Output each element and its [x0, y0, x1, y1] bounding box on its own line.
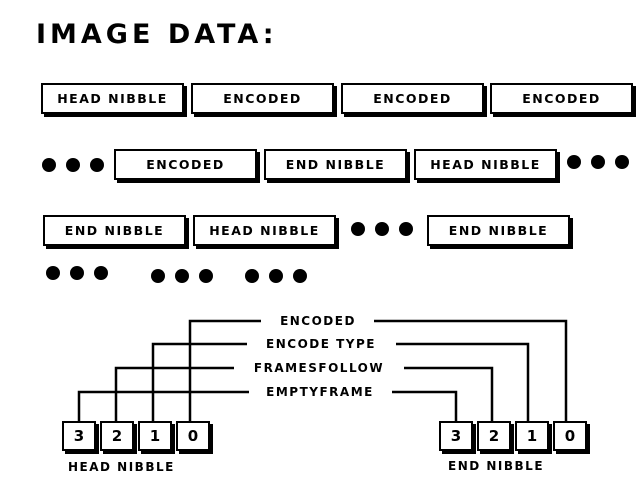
dot: [245, 269, 259, 283]
dot: [46, 266, 60, 280]
dot: [66, 158, 80, 172]
block-end-nibble: END NIBBLE: [427, 215, 570, 246]
end-nibble-bits: 3 2 1 0: [439, 421, 591, 451]
head-nibble-caption: HEAD NIBBLE: [68, 460, 175, 474]
bit-cell: 3: [439, 421, 473, 451]
wire-emptyframe-end: [392, 390, 458, 421]
dot: [269, 269, 283, 283]
wire-encode-type-end: [396, 342, 530, 421]
dot: [199, 269, 213, 283]
block-head-nibble: HEAD NIBBLE: [41, 83, 184, 114]
ellipsis-dots: [567, 155, 629, 170]
block-encoded: ENCODED: [114, 149, 257, 180]
label-encoded: ENCODED: [280, 314, 356, 328]
wire-encode-type-head: [151, 342, 247, 421]
wire-framesfollow-head: [114, 366, 234, 421]
dot: [70, 266, 84, 280]
wire-encoded-end: [374, 319, 568, 421]
wire-framesfollow-end: [404, 366, 494, 421]
dot: [591, 155, 605, 169]
ellipsis-dots: [351, 222, 413, 237]
wire-encoded-head: [188, 319, 261, 421]
dot: [175, 269, 189, 283]
dot: [293, 269, 307, 283]
block-encoded: ENCODED: [191, 83, 334, 114]
bit-cell: 2: [100, 421, 134, 451]
head-nibble-bits: 3 2 1 0: [62, 421, 214, 451]
label-framesfollow: FRAMESFOLLOW: [253, 361, 385, 375]
block-encoded: ENCODED: [341, 83, 484, 114]
dot: [567, 155, 581, 169]
dot: [351, 222, 365, 236]
ellipsis-dots: [245, 269, 307, 284]
bit-cell: 3: [62, 421, 96, 451]
bit-cell: 0: [176, 421, 210, 451]
dot: [399, 222, 413, 236]
label-encode-type: ENCODE TYPE: [266, 337, 376, 351]
label-emptyframe: EMPTYFRAME: [266, 385, 374, 399]
ellipsis-dots: [46, 266, 108, 281]
dot: [375, 222, 389, 236]
ellipsis-dots: [151, 269, 213, 284]
block-encoded: ENCODED: [490, 83, 633, 114]
block-head-nibble: HEAD NIBBLE: [414, 149, 557, 180]
wire-emptyframe-head: [77, 390, 249, 421]
dot: [151, 269, 165, 283]
bit-cell: 2: [477, 421, 511, 451]
dot: [90, 158, 104, 172]
bit-cell: 0: [553, 421, 587, 451]
block-head-nibble: HEAD NIBBLE: [193, 215, 336, 246]
page-title: IMAGE DATA:: [36, 19, 278, 50]
dot: [94, 266, 108, 280]
bit-cell: 1: [138, 421, 172, 451]
dot: [615, 155, 629, 169]
block-end-nibble: END NIBBLE: [43, 215, 186, 246]
block-end-nibble: END NIBBLE: [264, 149, 407, 180]
bit-cell: 1: [515, 421, 549, 451]
ellipsis-dots: [42, 158, 104, 173]
end-nibble-caption: END NIBBLE: [448, 459, 545, 473]
dot: [42, 158, 56, 172]
